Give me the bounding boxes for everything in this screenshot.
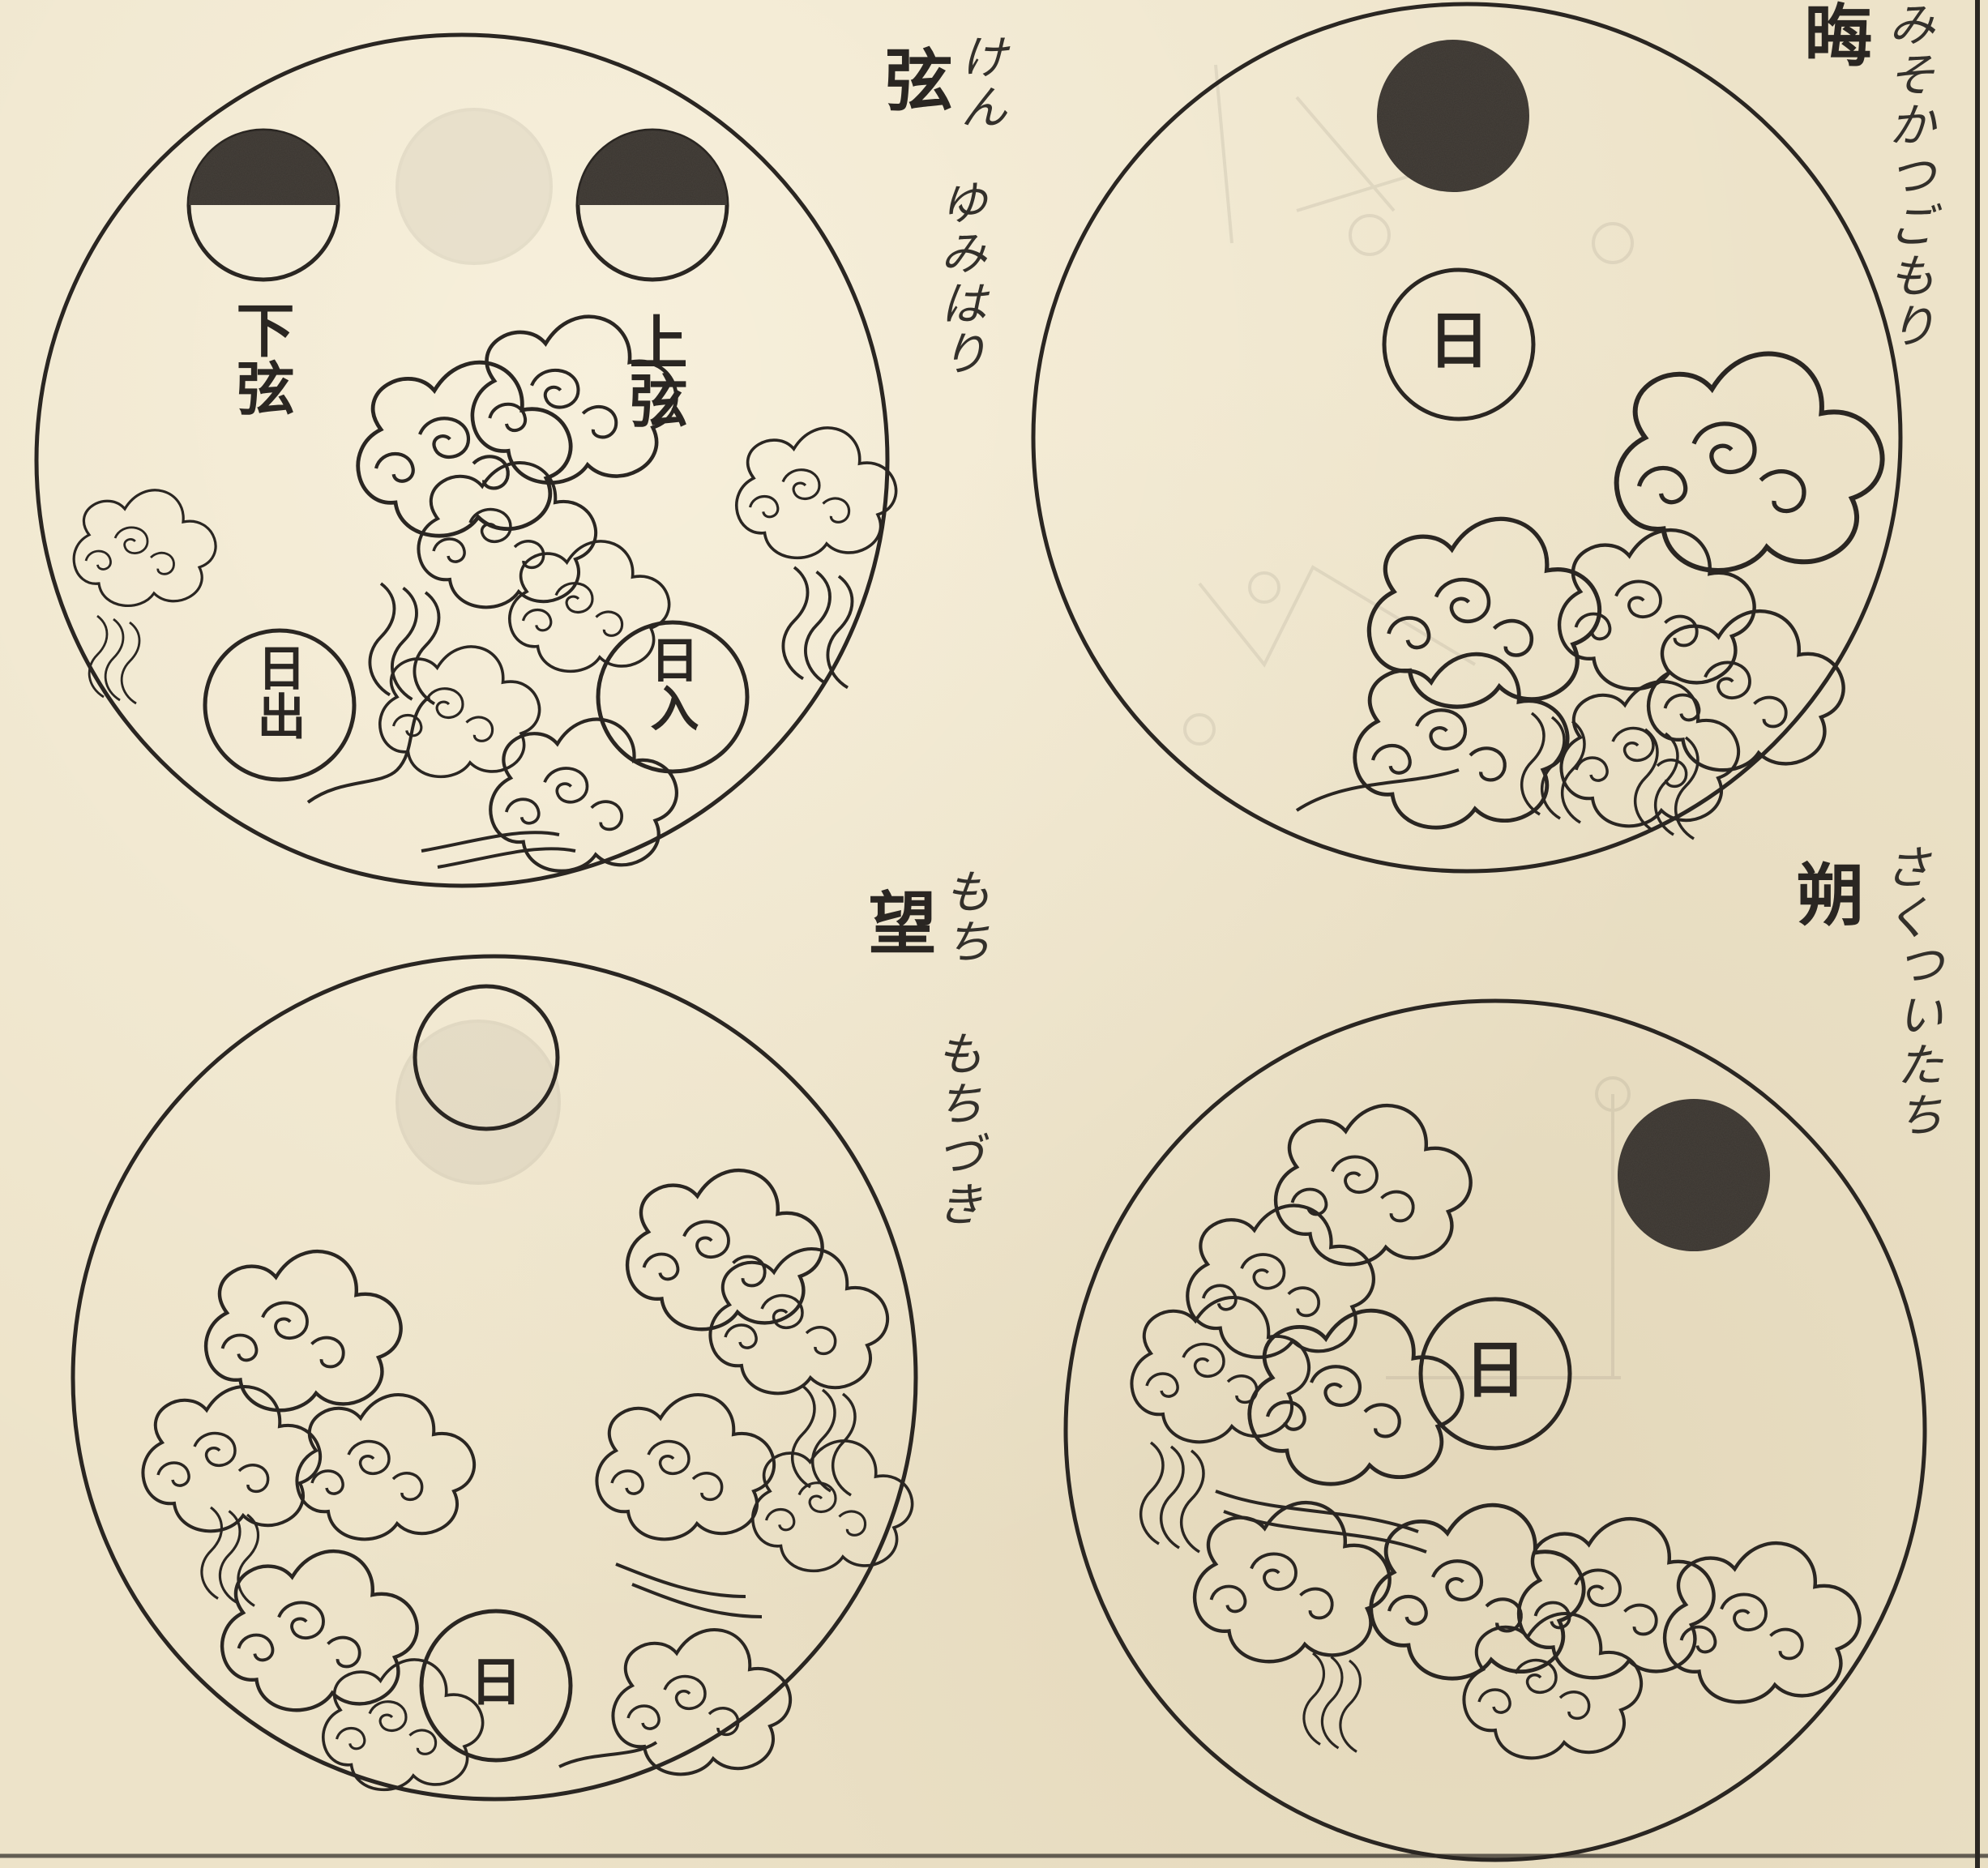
panel-kai-circle xyxy=(1033,4,1900,871)
heading-sak-kana: さく xyxy=(1880,843,1927,943)
label-jougen: 上弦 xyxy=(624,312,682,429)
jougen-half-moon xyxy=(578,130,727,280)
heading-kai: 晦 xyxy=(1799,0,1867,68)
panel-gen-clouds xyxy=(74,317,896,871)
heading-kai-kana: みそかつごもり xyxy=(1884,0,1931,352)
panel-bou-clouds xyxy=(143,1170,912,1789)
label-hinode: 日出 xyxy=(253,643,301,740)
heading-gen-kana-2: ゆみはり xyxy=(936,178,983,379)
heading-sak-kana-2: ついたち xyxy=(1892,940,1939,1141)
label-hiiri: 日入 xyxy=(646,635,695,732)
heading-gen: 弦 xyxy=(879,45,947,113)
sak-dark-moon xyxy=(1618,1099,1770,1251)
kagen-half-moon xyxy=(189,130,338,280)
panel-kai-clouds xyxy=(1297,354,1883,839)
heading-sak: 朔 xyxy=(1791,859,1859,927)
kai-dark-moon xyxy=(1377,40,1529,192)
panel-sak-circle xyxy=(1066,1001,1925,1860)
heading-bou-kana: もち xyxy=(940,867,987,968)
heading-gen-kana: けん xyxy=(956,32,1003,133)
label-kagen: 下弦 xyxy=(231,300,289,417)
kai-sun-label: 日 xyxy=(1425,310,1493,372)
bou-sun-label: 日 xyxy=(468,1657,524,1709)
heading-bou-kana-2: もちづき xyxy=(932,1029,979,1230)
sak-sun-label: 日 xyxy=(1461,1340,1529,1401)
heading-bou: 望 xyxy=(863,887,931,955)
